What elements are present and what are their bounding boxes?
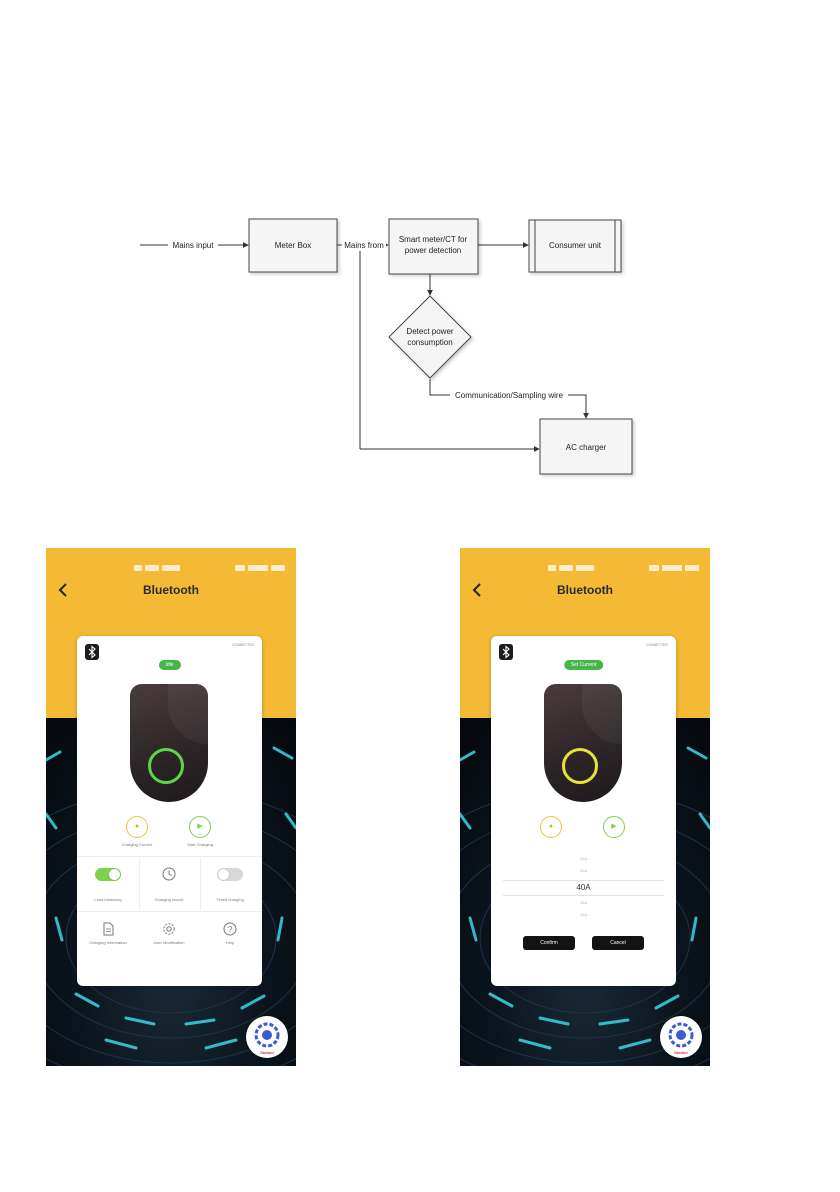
charger-status-ring (562, 748, 598, 784)
charging-information-label: Charging Information (89, 940, 127, 945)
detect-power-label-1: Detect power (406, 327, 453, 336)
bluetooth-icon (499, 644, 513, 660)
charger-status-ring (148, 748, 184, 784)
current-picker[interactable]: 32A 40A 40A 16A 10A (503, 850, 664, 930)
charging-record-icon[interactable] (162, 867, 176, 881)
cancel-button[interactable]: Cancel (592, 936, 644, 950)
detect-power-node (388, 295, 472, 379)
ac-charger-label: AC charger (566, 443, 607, 452)
meter-box-node (248, 218, 338, 273)
power-flow-diagram: Mains input Meter Box Mains from Smart m… (140, 218, 633, 475)
charging-record-label: Charging record (154, 897, 184, 902)
communication-wire-label: Communication/Sampling wire (455, 391, 564, 400)
connection-status: CONNECTED (645, 643, 668, 647)
picker-option[interactable]: 16A (579, 900, 588, 905)
charger-card: CONNECTED Set Current ● ▶ 32A 40A 40A 16… (491, 636, 676, 986)
current-icon: ● (134, 823, 140, 830)
charging-current-button[interactable]: ● (126, 816, 148, 838)
mains-from-label: Mains from (344, 241, 384, 250)
help-icon[interactable]: ? (223, 922, 237, 936)
charger-card: CONNECTED Idle ● Charging Current ▶ Star… (77, 636, 262, 986)
consumer-unit-label: Consumer unit (549, 241, 602, 250)
charger-image (130, 684, 208, 802)
current-icon: ● (548, 823, 554, 830)
back-arrow-icon[interactable] (468, 580, 486, 600)
phone-screenshot-main: Bluetooth (46, 548, 296, 1066)
load-balancing-toggle[interactable] (95, 868, 121, 881)
smart-meter-label-1: Smart meter/CT for (399, 235, 468, 244)
connection-status: CONNECTED (231, 643, 254, 647)
detect-power-label-2: consumption (407, 338, 452, 347)
mains-input-label: Mains input (173, 241, 215, 250)
smart-meter-node (388, 218, 479, 275)
station-fab[interactable]: Station (660, 1016, 702, 1058)
nav-bar: Bluetooth (46, 578, 296, 604)
phone-screenshot-current-picker: Bluetooth (460, 548, 710, 1066)
picker-selected-value[interactable]: 40A (576, 883, 591, 892)
status-bar (460, 556, 710, 571)
start-charging-button[interactable]: ▶ (189, 816, 211, 838)
ac-charger-node (539, 418, 633, 475)
start-charging-button[interactable]: ▶ (603, 816, 625, 838)
play-icon: ▶ (197, 823, 203, 830)
page-title: Bluetooth (557, 583, 613, 597)
meter-box-label: Meter Box (275, 241, 311, 250)
status-bar (46, 556, 296, 571)
picker-option[interactable]: 10A (579, 912, 588, 917)
back-arrow-icon[interactable] (54, 580, 72, 600)
station-icon (254, 1022, 280, 1048)
user-modification-label: User Modification (153, 940, 185, 945)
station-icon (668, 1022, 694, 1048)
station-fab[interactable]: Station (246, 1016, 288, 1058)
charging-current-button[interactable]: ● (540, 816, 562, 838)
picker-option[interactable]: 32A (579, 856, 588, 861)
smart-meter-label-2: power detection (405, 246, 461, 255)
play-icon: ▶ (611, 823, 617, 830)
picker-option[interactable]: 40A (579, 868, 588, 873)
page-title: Bluetooth (143, 583, 199, 597)
charger-state-pill: Idle (158, 660, 181, 670)
station-label: Station (674, 1050, 688, 1055)
bluetooth-icon (85, 644, 99, 660)
document-icon[interactable] (101, 922, 115, 936)
load-balancing-label: Load balancing (94, 897, 122, 902)
svg-text:?: ? (228, 925, 233, 934)
station-label: Station (260, 1050, 274, 1055)
charging-current-label: Charging Current (121, 842, 153, 847)
timed-charging-toggle[interactable] (217, 868, 243, 881)
nav-bar: Bluetooth (460, 578, 710, 604)
confirm-button[interactable]: Confirm (523, 936, 575, 950)
consumer-unit-node (528, 219, 622, 273)
timed-charging-label: Timed charging (216, 897, 244, 902)
gear-icon[interactable] (162, 922, 176, 936)
start-charging-label: Start Charging (187, 842, 213, 847)
charger-image (544, 684, 622, 802)
help-label: Help (225, 940, 235, 945)
charger-state-pill: Set Current (563, 660, 604, 670)
